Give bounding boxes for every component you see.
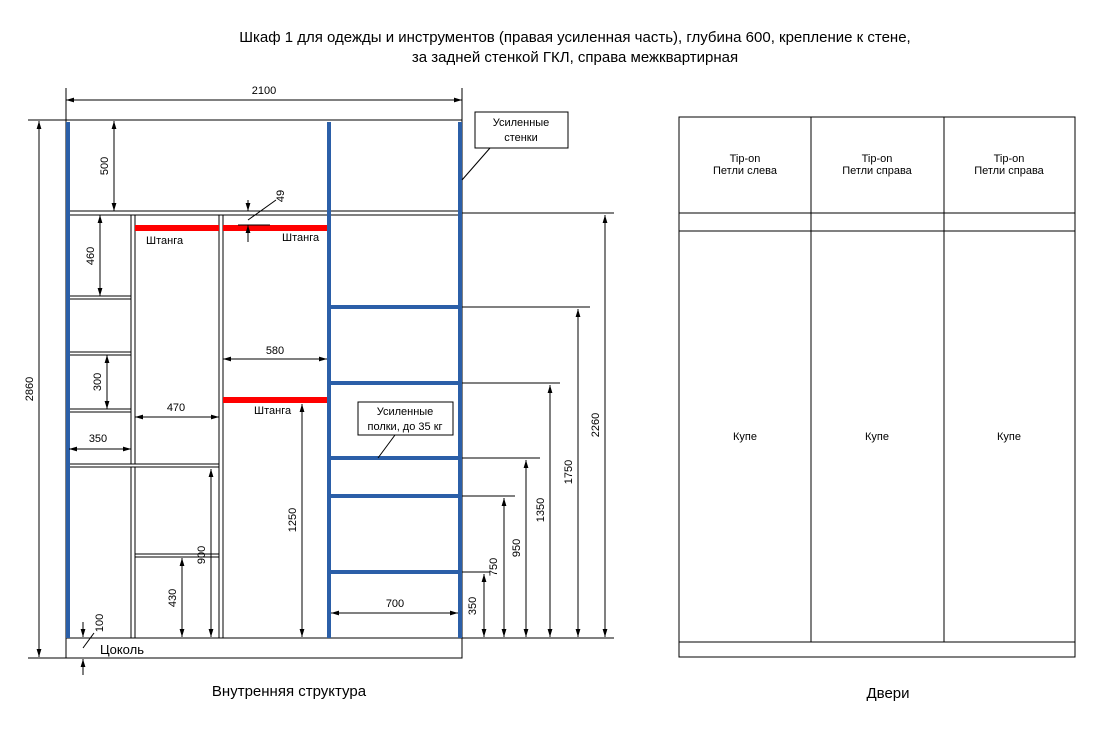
dim-1750: 1750	[563, 460, 575, 484]
svg-text:Tip-on: Tip-on	[730, 153, 761, 165]
doors-drawing: Tip-on Петли слева Купе Tip-on Петли спр…	[678, 116, 1076, 658]
dim-350-right: 350	[467, 597, 479, 615]
plinth-label: Цоколь	[100, 642, 144, 657]
divider-left	[130, 214, 136, 639]
mid-shelf	[134, 553, 220, 558]
dim-700: 700	[386, 598, 404, 610]
mezzanine-shelf	[66, 210, 461, 216]
dim-2100: 2100	[252, 85, 276, 97]
dim-430: 430	[167, 589, 179, 607]
svg-text:Tip-on: Tip-on	[994, 153, 1025, 165]
svg-text:Купе: Купе	[733, 431, 757, 443]
dim-2860: 2860	[24, 377, 36, 401]
dim-900: 900	[196, 546, 208, 564]
door-panel-1: Tip-on Петли слева Купе	[713, 153, 778, 443]
plinth	[65, 637, 463, 659]
dim-350-left: 350	[89, 433, 107, 445]
extension-lines	[28, 119, 614, 659]
dimension-lines	[36, 97, 608, 675]
left-shelf	[68, 463, 220, 468]
cabinet-structure: Штанга Штанга Штанга	[65, 88, 463, 659]
door-panel-3: Tip-on Петли справа Купе	[974, 153, 1044, 443]
svg-text:Купе: Купе	[997, 431, 1021, 443]
left-shelf	[68, 351, 132, 356]
dim-950: 950	[511, 539, 523, 557]
callout-shelves: Усиленные полки, до 35 кг	[357, 401, 454, 459]
dim-100: 100	[94, 614, 106, 632]
dim-1250: 1250	[287, 508, 299, 532]
dim-500: 500	[99, 157, 111, 175]
dim-2260: 2260	[590, 413, 602, 437]
svg-text:Tip-on: Tip-on	[862, 153, 893, 165]
svg-text:Купе: Купе	[865, 431, 889, 443]
rod-label: Штанга	[254, 405, 292, 417]
dim-460: 460	[85, 247, 97, 265]
structure-caption: Внутренняя структура	[212, 683, 367, 700]
rod-label: Штанга	[282, 232, 320, 244]
svg-text:Усиленные: Усиленные	[377, 406, 434, 418]
dimension-labels: 2100 2860 500 49 460 300 350 470 580 125…	[24, 85, 602, 632]
title-line-2: за задней стенкой ГКЛ, справа межквартир…	[412, 49, 738, 66]
dim-580: 580	[266, 345, 284, 357]
dim-300: 300	[92, 373, 104, 391]
dim-750: 750	[488, 558, 500, 576]
svg-text:Петли справа: Петли справа	[842, 165, 912, 177]
dim-49: 49	[275, 190, 287, 202]
svg-text:стенки: стенки	[504, 132, 538, 144]
left-shelf	[68, 408, 132, 413]
svg-text:Усиленные: Усиленные	[493, 117, 550, 129]
cabinet-outline	[65, 119, 463, 639]
title-line-1: Шкаф 1 для одежды и инструментов (правая…	[239, 29, 910, 46]
svg-text:Петли слева: Петли слева	[713, 165, 778, 177]
divider-middle	[218, 214, 224, 639]
dim-1350: 1350	[535, 498, 547, 522]
door-panel-2: Tip-on Петли справа Купе	[842, 153, 912, 443]
rod-label: Штанга	[146, 235, 184, 247]
svg-text:полки, до 35 кг: полки, до 35 кг	[367, 421, 442, 433]
callout-walls: Усиленные стенки	[461, 111, 569, 181]
doors-caption: Двери	[866, 685, 909, 702]
left-shelf	[68, 295, 132, 300]
svg-text:Петли справа: Петли справа	[974, 165, 1044, 177]
dim-470: 470	[167, 402, 185, 414]
